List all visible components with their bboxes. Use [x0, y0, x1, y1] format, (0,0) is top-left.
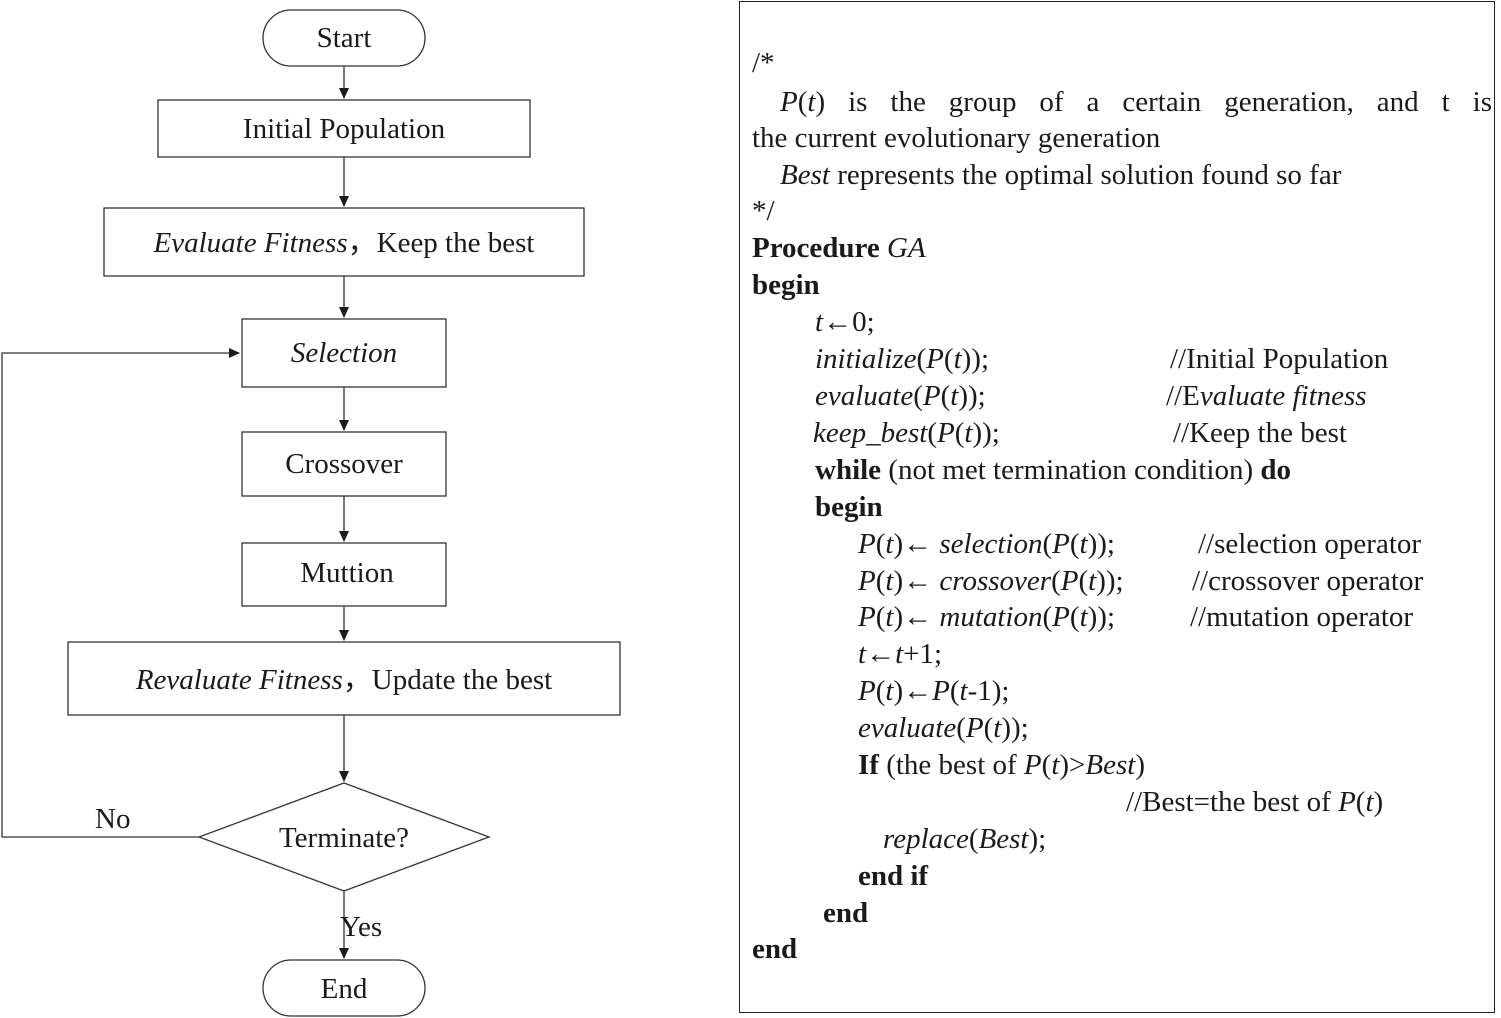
- end-label: End: [321, 973, 368, 1005]
- desc-t: t: [807, 86, 816, 118]
- procedure-name: GA: [887, 232, 926, 264]
- code-while: while (not met termination condition) do: [815, 453, 1291, 487]
- end-if: end if: [858, 859, 928, 893]
- code-mutation: P(t)← mutation(P(t));: [858, 601, 1115, 633]
- comment-close: */: [752, 195, 775, 227]
- comment-crossover: //crossover operator: [1192, 565, 1424, 597]
- evaluate-fitness-box: [103, 207, 585, 277]
- code-if: If (the best of P(t)>Best): [858, 749, 1145, 781]
- code-evaluate: evaluate(P(t));: [815, 380, 986, 412]
- code-initialize: initialize(P(t));: [815, 343, 989, 375]
- comment-best-update: //Best=the best of P(t): [1126, 786, 1384, 818]
- crossover-label: Crossover: [285, 448, 403, 480]
- comment-evaluate-fitness: //Evaluate fitness: [1166, 380, 1367, 412]
- update-best-text: Update the best: [372, 664, 552, 696]
- revaluate-fitness-box: [67, 641, 621, 716]
- comment-keep-best: //Keep the best: [1173, 417, 1347, 449]
- yes-label: Yes: [340, 911, 382, 943]
- outer-end: end: [752, 932, 797, 966]
- revaluate-separator: ，: [343, 664, 372, 696]
- desc-paren-open: (: [797, 86, 808, 118]
- no-label: No: [95, 803, 130, 835]
- code-keep-best: keep_best(P(t));: [813, 417, 1000, 449]
- code-re-evaluate: evaluate(P(t));: [858, 712, 1029, 744]
- desc-paren-close: ): [815, 86, 826, 118]
- ga-pseudocode-panel: /* P(t) is the group of a certain genera…: [739, 1, 1495, 1013]
- comment-open: /*: [752, 47, 775, 79]
- terminate-label: Terminate?: [279, 822, 409, 854]
- outer-end-keyword: end: [752, 933, 798, 965]
- crossover-box: [241, 431, 447, 497]
- code-increment-t: t←t+1;: [858, 638, 943, 670]
- evaluate-fitness-italic: Evaluate Fitness: [153, 227, 348, 259]
- description-best: Best represents the optimal solution fou…: [780, 158, 1341, 192]
- best-description: represents the optimal solution found so…: [829, 159, 1342, 191]
- begin-keyword: begin: [752, 269, 820, 301]
- if-keyword: If: [858, 749, 879, 781]
- desc-rest: is the group of a certain generation, an…: [848, 86, 1492, 118]
- mutation-label: Muttion: [300, 557, 394, 589]
- keep-best-text: Keep the best: [377, 227, 535, 259]
- code-crossover: P(t)← crossover(P(t));: [858, 565, 1124, 597]
- comment-initial-population: //Initial Population: [1170, 343, 1389, 375]
- do-keyword: do: [1260, 454, 1292, 486]
- end-if-keyword: end if: [858, 860, 929, 892]
- description-line-2: the current evolutionary generation: [752, 122, 1161, 154]
- code-t-init: t←0;: [815, 306, 875, 338]
- selection-box: [241, 318, 447, 388]
- procedure-line: Procedure GA: [752, 231, 926, 265]
- best-keyword: Best: [780, 159, 830, 191]
- revaluate-fitness-italic: Revaluate Fitness: [135, 664, 343, 696]
- arrow-no-loop-back: [1, 348, 240, 838]
- procedure-keyword: Procedure: [752, 232, 880, 264]
- selection-label: Selection: [291, 337, 397, 369]
- description-line-1: P(t) is the group of a certain generatio…: [752, 85, 1492, 119]
- inner-end-keyword: end: [823, 897, 869, 929]
- desc-P: P: [780, 86, 798, 118]
- while-condition: (not met termination condition): [881, 454, 1261, 486]
- code-selection: P(t)← selection(P(t));: [858, 528, 1115, 560]
- start-label: Start: [317, 22, 372, 54]
- while-keyword: while: [815, 454, 882, 486]
- mutation-box: [241, 542, 447, 607]
- comment-selection: //selection operator: [1198, 528, 1422, 560]
- initial-population-box: [157, 99, 531, 158]
- inner-begin-keyword: begin: [815, 491, 883, 523]
- inner-end: end: [823, 896, 868, 930]
- code-replace: replace(Best);: [883, 823, 1047, 855]
- evaluate-fitness-label: Evaluate Fitness，Keep the best: [153, 227, 535, 259]
- end-terminal: [262, 959, 426, 1017]
- evaluate-separator: ，: [348, 227, 377, 259]
- revaluate-fitness-label: Revaluate Fitness，Update the best: [135, 664, 552, 696]
- start-terminal: [262, 9, 426, 67]
- terminate-decision: [197, 782, 491, 892]
- inner-begin: begin: [815, 490, 883, 524]
- initial-population-label: Initial Population: [243, 113, 446, 145]
- code-previous-generation: P(t)←P(t-1);: [858, 675, 1010, 707]
- outer-begin: begin: [752, 268, 820, 302]
- comment-mutation: //mutation operator: [1190, 601, 1414, 633]
- ga-flowchart: Start Initial Population Evaluate Fitnes…: [1, 9, 621, 1017]
